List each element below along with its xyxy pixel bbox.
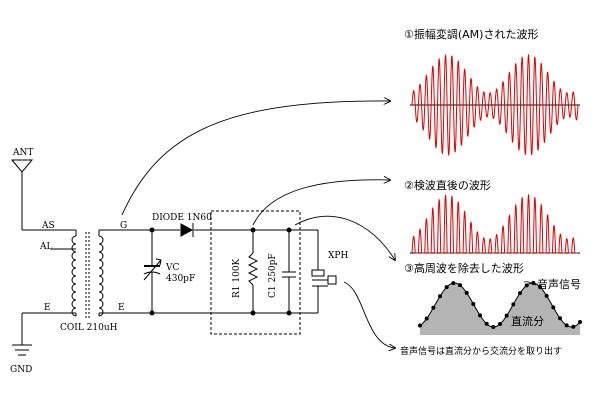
antenna-label: ANT (12, 148, 33, 158)
diode-label: DIODE 1N60 (152, 213, 212, 223)
audio-sample-dot (464, 290, 469, 295)
dc-component-label: 直流分 (511, 314, 544, 328)
antenna-symbol (10, 159, 70, 231)
audio-sample-dot (538, 284, 542, 289)
ground-label: GND (10, 365, 32, 375)
g-terminal-label: G (120, 221, 127, 231)
r1-label: R1 100K (232, 258, 242, 298)
e-right-terminal-label: E (118, 303, 125, 313)
audio-sample-dot (578, 320, 582, 325)
panel3-audio-fill-area (420, 283, 580, 335)
audio-sample-dot (558, 316, 562, 321)
panel1-am-waveform (411, 53, 579, 156)
audio-sample-dot (431, 305, 436, 310)
xph-label: XPH (328, 251, 348, 261)
pointer-arrows (121, 101, 395, 348)
audio-sample-dot (458, 283, 462, 288)
coil-label: COIL 210uH (60, 323, 118, 333)
audio-sample-dot (444, 285, 449, 290)
as-terminal-label: AS (41, 221, 55, 231)
panel2-title: ②検波直後の波形 (404, 178, 491, 192)
audio-sample-dot (504, 313, 509, 318)
audio-sample-dot (418, 323, 422, 328)
ground-symbol (12, 312, 70, 356)
diode-symbol (180, 223, 194, 237)
coil-symbol (50, 229, 104, 318)
signal-label-leader (523, 281, 537, 286)
audio-sample-dot (424, 316, 429, 321)
audio-sample-dot (571, 324, 576, 329)
audio-sample-dot (491, 325, 496, 329)
audio-sample-dot (518, 291, 522, 296)
panel2-detected-waveform (411, 193, 578, 254)
audio-sample-dot (564, 323, 569, 328)
e-left-terminal-label: E (44, 303, 51, 313)
filter-block-dashed-box (210, 210, 301, 335)
c1-label: C1 250pF (268, 253, 278, 298)
audio-sample-dot (451, 281, 456, 286)
audio-sample-dot (484, 321, 489, 326)
capacitor-c1-symbol (282, 227, 296, 316)
audio-sample-dot (524, 283, 529, 288)
al-terminal-label: AL (39, 242, 52, 252)
crystal-earphone-symbol (311, 269, 337, 292)
circuit-wiring (99, 229, 319, 314)
audio-sample-dot (511, 302, 516, 307)
footnote-text: 音声信号は直流分から交流分を取り出す (400, 345, 562, 357)
vc-label: VC (165, 263, 179, 273)
panel3-title: ③高周波を除去した波形 (404, 261, 524, 275)
audio-sample-dot (551, 305, 556, 310)
audio-signal-label: 音声信号 (537, 277, 581, 291)
audio-sample-dot (438, 294, 442, 299)
audio-sample-dot (544, 293, 549, 298)
vc-value-label: 430pF (166, 274, 195, 284)
resistor-symbol (247, 227, 259, 316)
audio-sample-dot (478, 313, 482, 318)
variable-capacitor-symbol (143, 227, 162, 316)
audio-sample-dot (498, 322, 502, 327)
audio-sample-dot (471, 301, 476, 306)
panel1-title: ①振幅変調(AM)された波形 (404, 27, 538, 41)
